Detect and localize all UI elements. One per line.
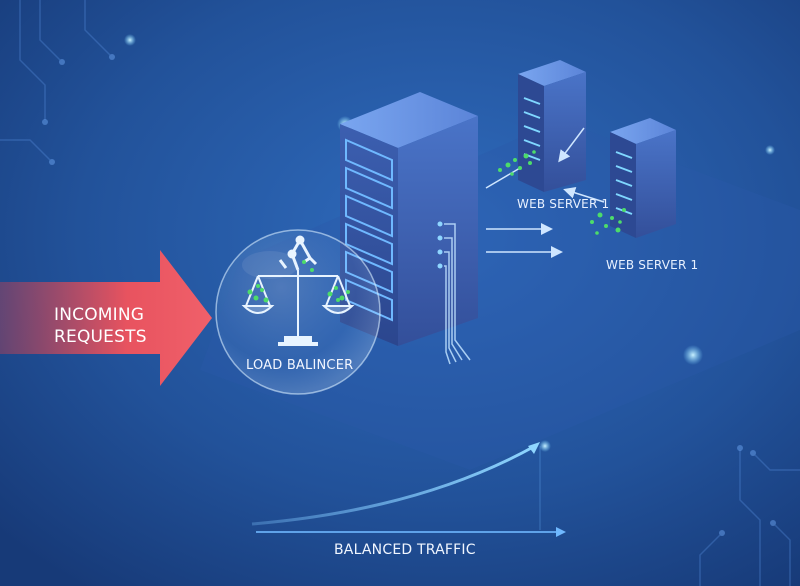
incoming-requests-label: INCOMING REQUESTS — [54, 304, 164, 348]
robot-arm-icon — [278, 235, 318, 271]
incoming-line-2: REQUESTS — [54, 327, 147, 347]
incoming-arrow — [0, 250, 212, 386]
connection-arrows — [485, 127, 605, 258]
load-balancer-label: LOAD BALINCER — [246, 358, 354, 373]
incoming-line-1: INCOMING — [54, 305, 145, 325]
web-server-1 — [518, 60, 586, 192]
web-server-2-label: WEB SERVER 1 — [606, 258, 699, 272]
scale-icon — [241, 270, 355, 346]
server-cables — [444, 223, 471, 365]
web-server-1-label: WEB SERVER 1 — [517, 197, 610, 211]
traffic-curve — [251, 442, 566, 537]
green-particles — [498, 150, 626, 235]
balanced-traffic-label: BALANCED TRAFFIC — [334, 542, 476, 558]
web-server-2 — [610, 118, 676, 238]
